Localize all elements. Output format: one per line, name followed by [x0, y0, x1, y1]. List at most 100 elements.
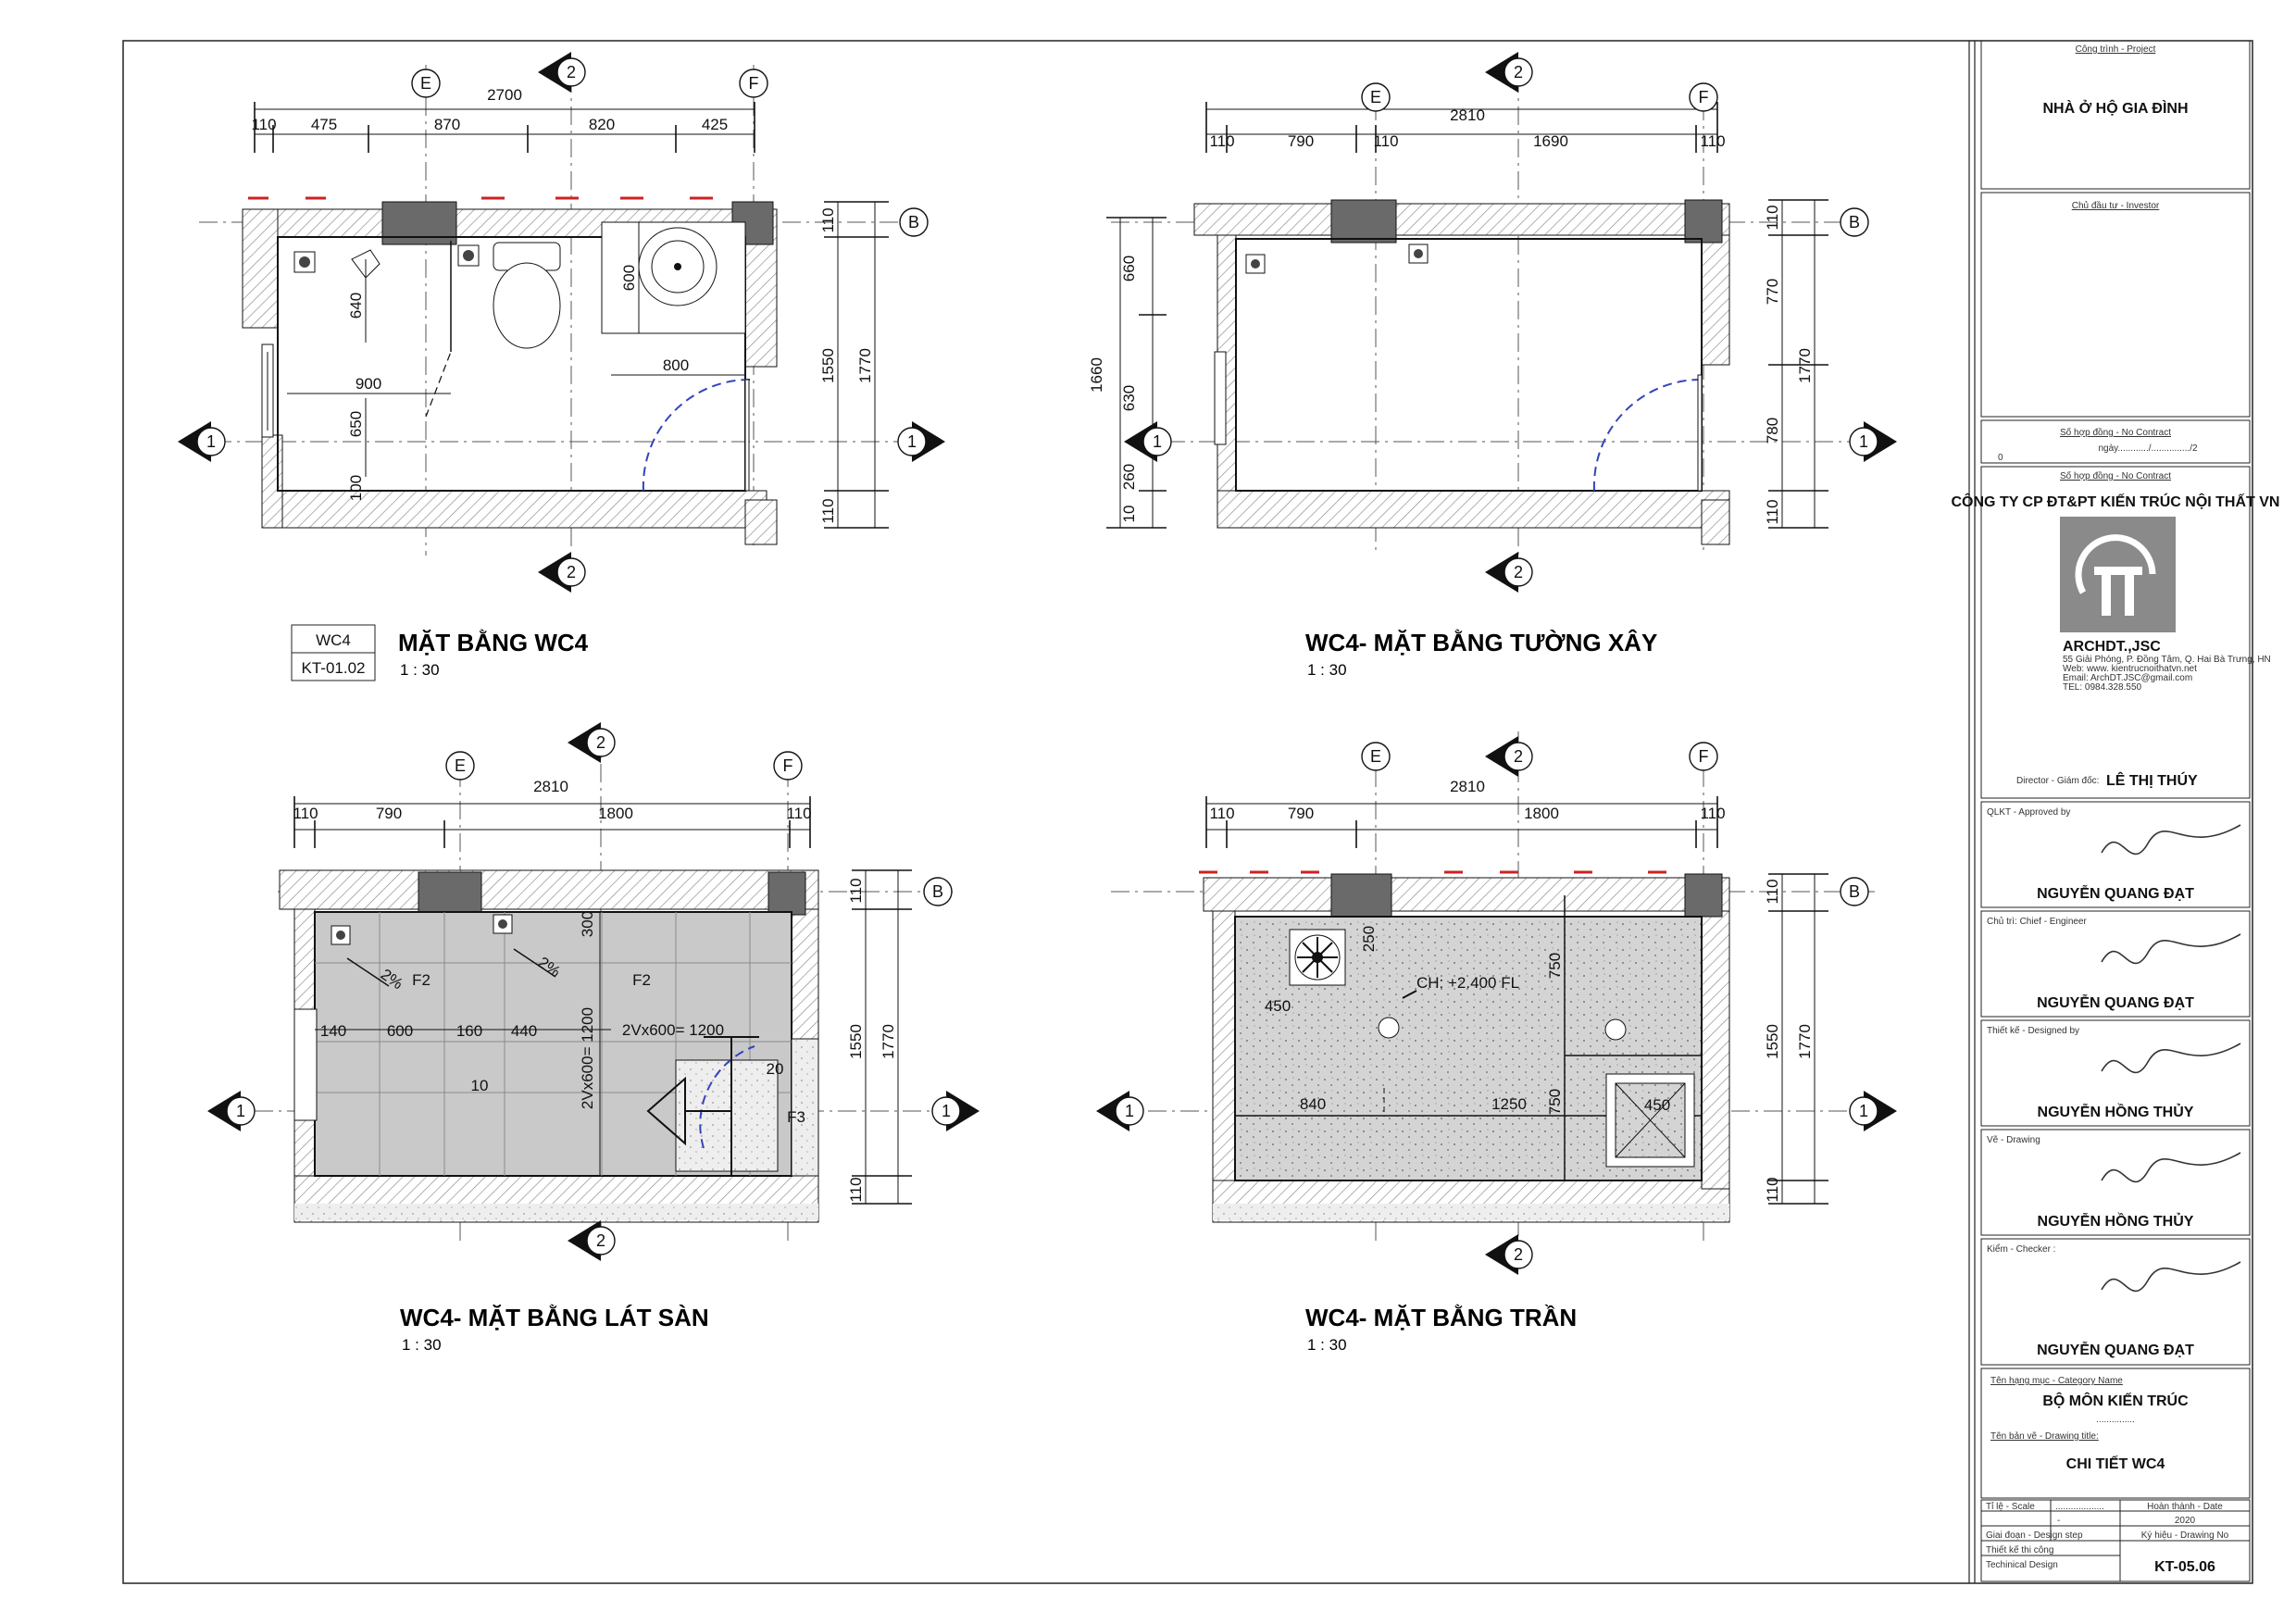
dim: 1770	[856, 348, 874, 383]
dim: 2Vx600= 1200	[622, 1021, 724, 1039]
grid-bubble-b	[1840, 207, 1869, 237]
dim: 300	[579, 911, 596, 937]
category-label: Tên hạng mục - Category Name	[1990, 1376, 2123, 1386]
plan-view	[199, 65, 903, 556]
category-name: BỘ MÔN KIẾN TRÚC	[2042, 1392, 2189, 1409]
section-marker-1	[196, 427, 226, 456]
section-marker-2-label: 2	[567, 63, 576, 81]
tile-tag: F3	[787, 1108, 805, 1126]
grid-bubble-b-label: B	[932, 882, 943, 901]
walls-view	[1106, 74, 1852, 556]
walls-dims: 2810 110 790 110 1690 110 660 1660 630 1…	[1088, 106, 1814, 525]
signature-mark	[2101, 1043, 2241, 1074]
dim-total: 2810	[1450, 106, 1485, 124]
dim: 110	[251, 116, 276, 133]
company-web: Web: www. kientrucnoithatvn.net	[2063, 664, 2197, 674]
dim: 1250	[1491, 1095, 1527, 1113]
dim-total: 2810	[1450, 778, 1485, 795]
drawing-no: KT-05.06	[2154, 1559, 2215, 1575]
view-tag-top: WC4	[316, 631, 351, 649]
dim: 1770	[1796, 348, 1814, 383]
ceiling-scale: 1 : 30	[1307, 1336, 1347, 1354]
section-marker-2-label: 2	[1514, 63, 1523, 81]
dim: 800	[663, 356, 689, 374]
dim: 450	[1265, 997, 1291, 1015]
drawing-title: CHI TIẾT WC4	[2066, 1455, 2165, 1472]
dim: 1800	[598, 805, 633, 822]
plan-dims: 2700 110 475 870 820 425 110 1550 1770 1…	[251, 86, 874, 524]
section-marker-1	[897, 427, 927, 456]
grid-bubble-b	[899, 207, 929, 237]
date-label: Hoàn thành - Date	[2147, 1502, 2223, 1512]
ceiling-height: CH: +2.400 FL	[1416, 974, 1519, 992]
grid-bubble-e	[1361, 82, 1391, 112]
dim: 250	[1360, 926, 1378, 952]
dim: 640	[347, 293, 365, 319]
title-block: Công trình - Project NHÀ Ở HỘ GIA ĐÌNH C…	[1952, 40, 2279, 1582]
dim: 630	[1120, 385, 1138, 411]
dim: 110	[1373, 132, 1398, 150]
company-tel: TEL: 0984.328.550	[2063, 682, 2142, 693]
dim: 110	[819, 207, 837, 232]
dim: 1550	[819, 348, 837, 383]
dim-total: 2700	[487, 86, 522, 104]
section-marker-2-label: 2	[596, 733, 605, 752]
dim: 110	[847, 1177, 865, 1202]
company-logo	[2060, 517, 2176, 632]
floor-view	[222, 731, 954, 1241]
signer-role: Kiểm - Checker :	[1987, 1243, 2055, 1255]
signer-name: NGUYỄN HỒNG THỦY	[2038, 1103, 2194, 1120]
dim: 780	[1764, 418, 1781, 443]
dim: 110	[847, 878, 865, 903]
tile-tag: F2	[412, 971, 430, 989]
grid-bubble-e	[1361, 742, 1391, 771]
section-marker-1	[1142, 427, 1172, 456]
section-marker-1	[1115, 1096, 1144, 1126]
drawing-title-label: Tên bản vẽ - Drawing title:	[1990, 1431, 2099, 1442]
dim: 750	[1546, 953, 1564, 979]
section-marker-1-label: 1	[1153, 432, 1162, 451]
section-marker-2	[556, 557, 586, 587]
section-marker-2-label: 2	[1514, 1245, 1523, 1264]
date-value: 2020	[2175, 1516, 2196, 1526]
section-marker-1	[1849, 427, 1878, 456]
section-marker-2-label: 2	[567, 563, 576, 581]
dim: 1550	[847, 1024, 865, 1059]
section-marker-1	[931, 1096, 961, 1126]
dim: 20	[767, 1060, 784, 1078]
contract-date: ngày............/.............../2	[2098, 443, 2198, 454]
dim-total: 2810	[533, 778, 568, 795]
signer-role: Thiết kế - Designed by	[1987, 1025, 2079, 1036]
dim: 840	[1300, 1095, 1326, 1113]
dim: 160	[456, 1022, 482, 1040]
section-marker-2-label: 2	[1514, 747, 1523, 766]
sheet-frame	[122, 40, 2253, 1584]
signer-role: Chủ trì: Chief - Engineer	[1987, 916, 2087, 927]
dim: 600	[387, 1022, 413, 1040]
dim: 260	[1120, 464, 1138, 490]
dim: 440	[511, 1022, 537, 1040]
section-marker-1-label: 1	[907, 432, 917, 451]
dim: 10	[1120, 506, 1138, 523]
grid-bubble-e-label: E	[1370, 88, 1381, 106]
dim: 475	[311, 116, 337, 133]
project-label: Công trình - Project	[2076, 44, 2156, 55]
dim: 900	[356, 375, 381, 393]
scale-value: ...................	[2055, 1502, 2104, 1512]
ceiling-dims: 2810 110 790 1800 110 110 1550 1770 110 …	[1209, 778, 1814, 1203]
dim: 770	[1764, 279, 1781, 305]
dim: 110	[1764, 499, 1781, 524]
grid-bubble-e	[411, 69, 441, 98]
dim: 100	[347, 475, 365, 501]
signature-mark	[2101, 824, 2241, 856]
grid-bubble-e-label: E	[455, 756, 466, 775]
tile-tag: F2	[632, 971, 651, 989]
dim: 870	[434, 116, 460, 133]
grid-bubble-f-label: F	[749, 74, 759, 93]
dim: 660	[1120, 256, 1138, 281]
signer-name: NGUYỄN QUANG ĐẠT	[2037, 993, 2194, 1011]
floor-title: WC4- MẶT BẰNG LÁT SÀN	[400, 1304, 709, 1331]
